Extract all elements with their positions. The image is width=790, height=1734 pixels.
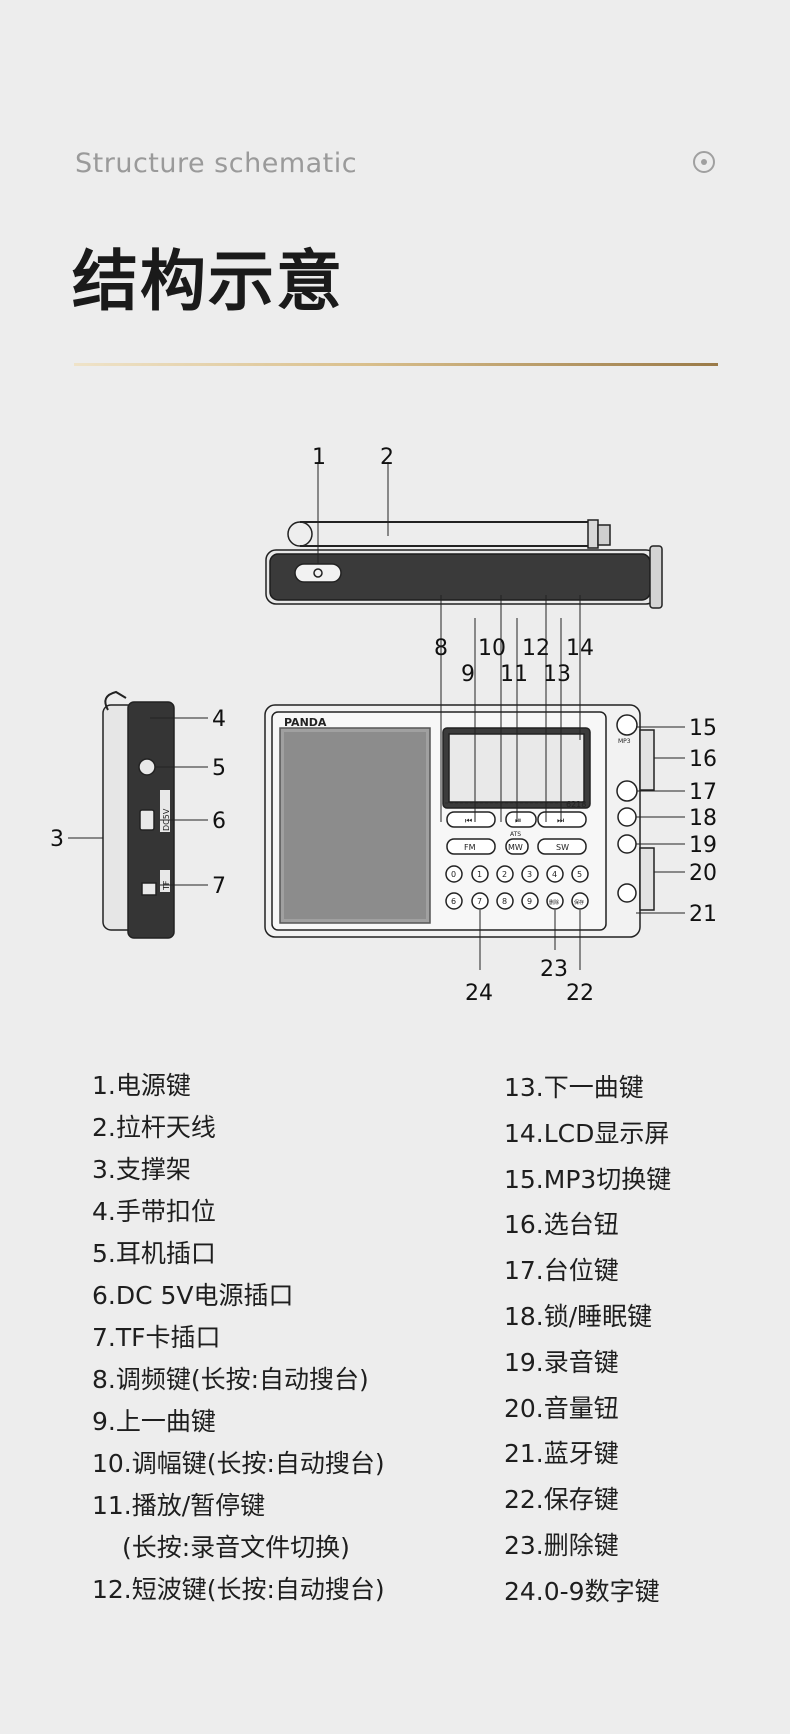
legend-item: 11.播放/暂停键 xyxy=(92,1491,266,1520)
mw-button-label: MW xyxy=(508,843,523,852)
legend-left-column: 1.电源键 2.拉杆天线 3.支撑架 4.手带扣位 5.耳机插口 6.DC 5V… xyxy=(92,1065,385,1611)
legend-item: 4.手带扣位 xyxy=(92,1197,216,1226)
save-key-label: 保存 xyxy=(574,899,584,906)
callout-23: 23 xyxy=(540,957,568,982)
legend-item: 10.调幅键(长按:自动搜台) xyxy=(92,1449,385,1478)
svg-text:5: 5 xyxy=(577,870,582,879)
mp3-label: MP3 xyxy=(618,738,631,745)
radio-structure-diagram: 1 2 DC5V TF 4 5 6 7 3 PANDA 6218 xyxy=(50,445,717,1006)
callout-15: 15 xyxy=(689,716,717,741)
callout-1: 1 xyxy=(312,445,326,470)
legend-item: 9.上一曲键 xyxy=(92,1407,216,1436)
legend-item: 24.0-9数字键 xyxy=(504,1576,660,1606)
callout-21: 21 xyxy=(689,902,717,927)
legend-item: 14.LCD显示屏 xyxy=(504,1118,670,1148)
delete-key-label: 删除 xyxy=(549,899,559,906)
callout-11: 11 xyxy=(500,662,528,687)
callout-8: 8 xyxy=(434,636,448,661)
callout-18: 18 xyxy=(689,806,717,831)
callout-12: 12 xyxy=(522,636,550,661)
legend-item: 3.支撑架 xyxy=(92,1155,191,1184)
legend-item: 23.删除键 xyxy=(504,1530,619,1560)
callout-3: 3 xyxy=(50,827,64,852)
legend-item: 2.拉杆天线 xyxy=(92,1113,216,1142)
svg-text:0: 0 xyxy=(451,870,456,879)
legend-item: 18.锁/睡眠键 xyxy=(504,1301,653,1331)
fm-button-label: FM xyxy=(464,843,476,852)
callout-14: 14 xyxy=(566,636,594,661)
callout-10: 10 xyxy=(478,636,506,661)
callout-5: 5 xyxy=(212,756,226,781)
legend-item: 7.TF卡插口 xyxy=(92,1323,221,1352)
legend-item: 8.调频键(长按:自动搜台) xyxy=(92,1365,369,1394)
legend-item-note: (长按:录音文件切换) xyxy=(122,1533,350,1562)
callout-16: 16 xyxy=(689,747,717,772)
radio-side-view: DC5V TF xyxy=(102,690,175,939)
callout-24: 24 xyxy=(465,981,493,1006)
gold-divider xyxy=(74,363,718,366)
legend-item: 6.DC 5V电源插口 xyxy=(92,1281,294,1310)
svg-text:3: 3 xyxy=(527,870,532,879)
callout-9: 9 xyxy=(461,662,475,687)
callout-2: 2 xyxy=(380,445,394,470)
legend-right-column: 13.下一曲键 14.LCD显示屏 15.MP3切换键 16.选台钮 17.台位… xyxy=(504,1065,671,1615)
legend-item: 22.保存键 xyxy=(504,1485,619,1515)
legend-item: 12.短波键(长按:自动搜台) xyxy=(92,1575,385,1604)
callout-20: 20 xyxy=(689,861,717,886)
radio-top-view xyxy=(265,519,663,609)
svg-text:1: 1 xyxy=(477,870,482,879)
callout-17: 17 xyxy=(689,780,717,805)
ats-label: ATS xyxy=(510,831,521,838)
sw-button-label: SW xyxy=(556,843,569,852)
callout-7: 7 xyxy=(212,874,226,899)
callout-19: 19 xyxy=(689,833,717,858)
svg-text:7: 7 xyxy=(477,897,482,906)
svg-text:6: 6 xyxy=(451,897,456,906)
legend-item: 15.MP3切换键 xyxy=(504,1164,672,1194)
section-subtitle: Structure schematic xyxy=(75,148,358,179)
callout-4: 4 xyxy=(212,707,226,732)
callout-13: 13 xyxy=(543,662,571,687)
brand-label: PANDA xyxy=(284,716,327,729)
callout-6: 6 xyxy=(212,809,226,834)
legend-item: 17.台位键 xyxy=(504,1256,619,1286)
legend-item: 5.耳机插口 xyxy=(92,1239,216,1268)
svg-text:9: 9 xyxy=(527,897,532,906)
svg-text:4: 4 xyxy=(552,870,557,879)
target-icon xyxy=(693,151,715,173)
page-title: 结构示意 xyxy=(72,243,344,320)
legend-item: 1.电源键 xyxy=(92,1071,191,1100)
tf-label: TF xyxy=(162,880,171,891)
model-label: 6218 xyxy=(566,800,586,809)
svg-text:⏮: ⏮ xyxy=(465,816,472,825)
legend-item: 13.下一曲键 xyxy=(504,1073,644,1102)
svg-text:2: 2 xyxy=(502,870,507,879)
legend-item: 21.蓝牙键 xyxy=(504,1439,619,1469)
svg-text:⏯: ⏯ xyxy=(515,816,521,825)
callout-22: 22 xyxy=(566,981,594,1006)
legend-item: 16.选台钮 xyxy=(504,1210,619,1240)
legend-item: 19.录音键 xyxy=(504,1347,619,1377)
svg-text:8: 8 xyxy=(502,897,507,906)
legend-item: 20.音量钮 xyxy=(504,1393,619,1423)
